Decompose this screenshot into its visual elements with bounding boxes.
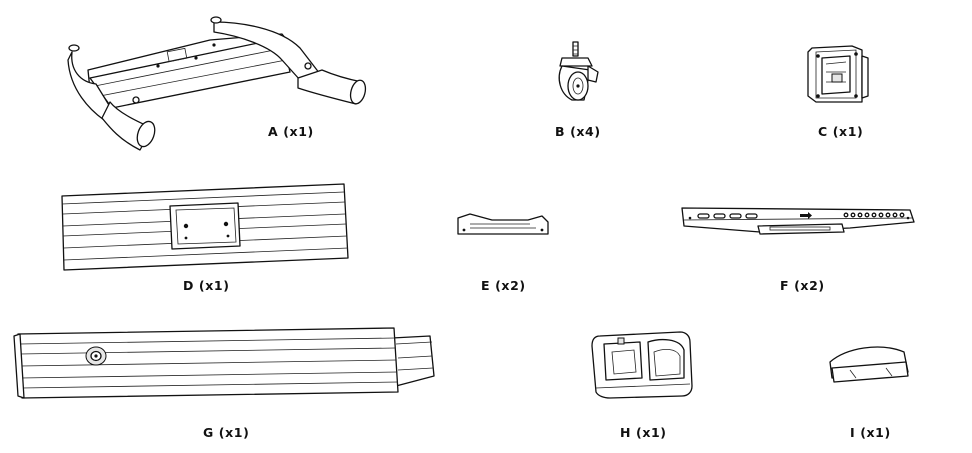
part-d-label: D (x1) [183, 278, 230, 293]
part-b-label: B (x4) [555, 124, 601, 139]
part-c-label: C (x1) [818, 124, 864, 139]
part-i-label: I (x1) [850, 425, 891, 440]
part-a-label: A (x1) [268, 124, 314, 139]
part-h-label: H (x1) [620, 425, 667, 440]
part-e-label: E (x2) [481, 278, 526, 293]
part-f-label: F (x2) [780, 278, 825, 293]
part-g-label: G (x1) [203, 425, 250, 440]
